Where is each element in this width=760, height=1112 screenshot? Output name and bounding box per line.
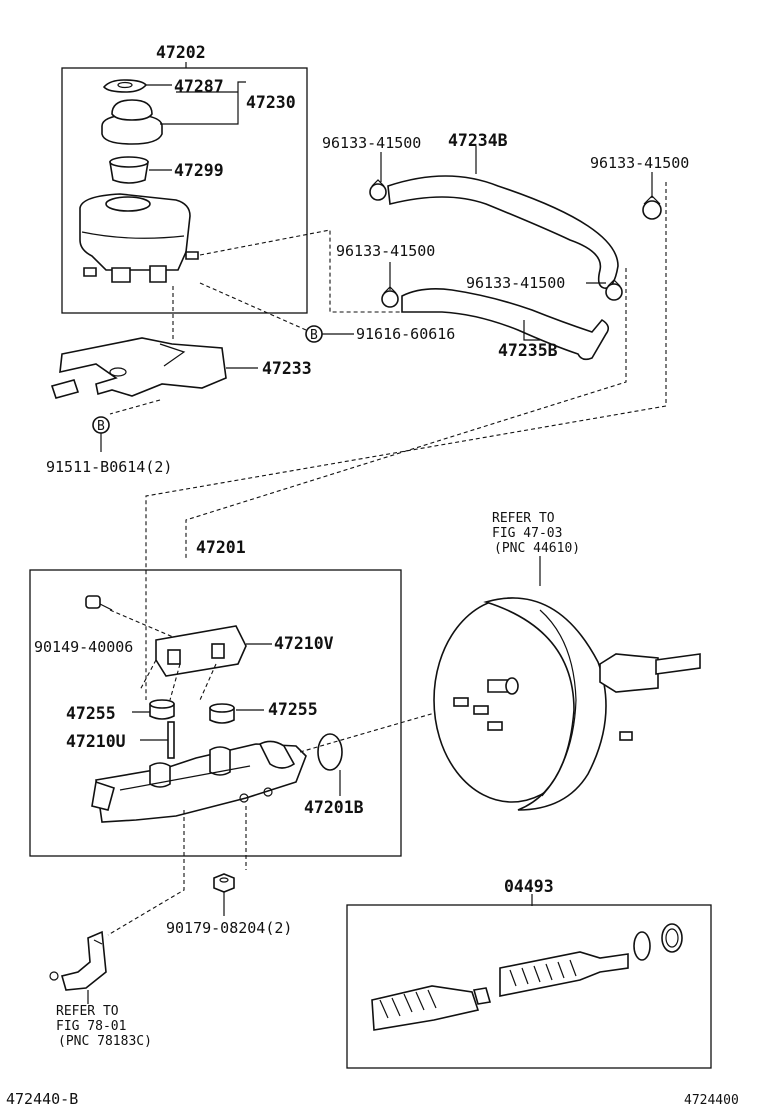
label-47255-right: 47255: [268, 700, 318, 719]
booster-ref-line3: (PNC 44610): [494, 541, 580, 556]
hose-clamp-b: [642, 195, 662, 220]
label-96133-41500-a: 96133-41500: [322, 134, 421, 152]
label-91616-60616: 91616-60616: [356, 325, 455, 343]
label-47202: 47202: [156, 43, 206, 62]
bracket-ref-line1: REFER TO: [56, 1004, 119, 1019]
label-96133-41500-b: 96133-41500: [590, 154, 689, 172]
label-90149-40006: 90149-40006: [34, 638, 133, 656]
label-47230: 47230: [246, 93, 296, 112]
hose-47234B: [387, 175, 619, 289]
footer-left-code: 472440-B: [6, 1090, 78, 1108]
label-47201B: 47201B: [304, 798, 364, 817]
gasket-47287: [102, 79, 148, 93]
bolt-marker-91511: B: [92, 416, 110, 434]
label-91511-b0614: 91511-B0614(2): [46, 458, 172, 476]
repair-kit-box: [346, 904, 712, 1069]
label-96133-41500-d: 96133-41500: [466, 274, 565, 292]
label-47234B: 47234B: [448, 131, 508, 150]
label-47235B: 47235B: [498, 341, 558, 360]
label-47299: 47299: [174, 161, 224, 180]
label-47255-left: 47255: [66, 704, 116, 723]
booster-ref-line2: FIG 47-03: [492, 526, 562, 541]
bracket-ref-line2: FIG 78-01: [56, 1019, 126, 1034]
label-04493: 04493: [504, 877, 554, 896]
bolt-marker-91616: B: [305, 325, 323, 343]
reservoir-tank: [79, 193, 199, 283]
reservoir-assembly-box: [61, 67, 308, 314]
label-47210U: 47210U: [66, 732, 126, 751]
svg-text:B: B: [97, 419, 105, 434]
label-90179-08204: 90179-08204(2): [166, 919, 292, 937]
pedal-bracket-ref: [49, 930, 107, 991]
pin-47210U: [167, 721, 175, 759]
footer-right-code: 4724400: [684, 1093, 739, 1108]
label-47210V: 47210V: [274, 634, 334, 653]
hose-clamp-a: [369, 179, 387, 201]
pressure-valve-47210V: [155, 625, 247, 677]
master-cylinder-body: [91, 740, 307, 823]
label-47233: 47233: [262, 359, 312, 378]
hose-47235B: [401, 288, 610, 361]
master-cylinder-assembly-box: [29, 569, 402, 857]
label-47201: 47201: [196, 538, 246, 557]
brake-booster: [433, 597, 701, 811]
strainer-47299: [109, 156, 149, 184]
bracket-ref-line3: (PNC 78183C): [58, 1034, 152, 1049]
label-96133-41500-c: 96133-41500: [336, 242, 435, 260]
nut-90179: [213, 873, 235, 893]
reservoir-bracket-47233: [50, 337, 227, 399]
booster-ref-line1: REFER TO: [492, 511, 555, 526]
o-ring-47201B: [317, 733, 343, 771]
reservoir-cap-47230: [101, 99, 163, 145]
grommet-47255-right: [209, 703, 235, 724]
label-47287: 47287: [174, 77, 224, 96]
hose-clamp-d: [605, 279, 623, 301]
svg-text:B: B: [310, 328, 318, 343]
grommet-47255-left: [149, 699, 175, 720]
screw-90149: [85, 595, 113, 611]
repair-kit-parts: [371, 923, 683, 1031]
